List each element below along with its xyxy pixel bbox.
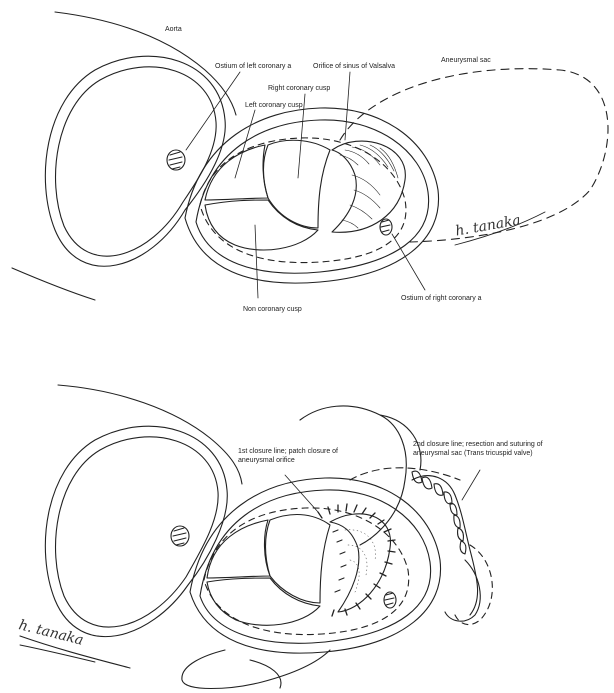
- right-coronary-cusp-b: [266, 515, 331, 603]
- sac-tail-dashed: [455, 545, 492, 625]
- label-closure2-line2: aneurysmal sac (Trans tricuspid valve): [413, 449, 533, 458]
- left-ostium-hatch: [169, 152, 182, 169]
- bottom-figure: [20, 385, 492, 689]
- label-ostium-right: Ostium of right coronary a: [401, 294, 482, 303]
- label-closure2-line1: 2nd closure line; resection and suturing…: [413, 440, 543, 449]
- label-aorta: Aorta: [165, 25, 182, 34]
- lower-loop: [182, 650, 330, 689]
- leader-closure2: [462, 470, 480, 500]
- suture-coils: [412, 471, 466, 554]
- non-coronary-cusp-b: [207, 578, 320, 625]
- left-chamber-outer-b: [45, 426, 227, 636]
- patch-sutures: [318, 504, 395, 616]
- leader-ostium-left: [186, 72, 240, 150]
- aorta-outer-wall: [55, 12, 236, 115]
- label-aneurysmal-sac: Aneurysmal sac: [441, 56, 491, 65]
- dashed-annulus: [200, 138, 406, 263]
- label-non-coronary-cusp: Non coronary cusp: [243, 305, 302, 314]
- patch-inner-sutures: [333, 530, 346, 592]
- left-chamber-inner-b: [56, 437, 219, 627]
- aortic-root-outer-b: [190, 478, 441, 653]
- leader-orifice-sinus: [345, 72, 350, 140]
- leader-left-cusp: [235, 110, 255, 178]
- label-closure1-line1: 1st closure line; patch closure of: [238, 447, 338, 456]
- dashed-annulus-b: [204, 508, 409, 635]
- left-chamber-inner: [56, 67, 217, 256]
- leader-non-cusp: [255, 225, 258, 298]
- label-orifice-sinus: Orifice of sinus of Valsalva: [313, 62, 395, 71]
- sinus-orifice: [332, 141, 405, 232]
- label-right-coronary-cusp: Right coronary cusp: [268, 84, 330, 93]
- left-ostium-hatch-b: [173, 528, 186, 545]
- patch-stipple: [345, 530, 375, 592]
- aorta-outer-wall-b: [58, 385, 242, 484]
- sinus-hatch: [340, 145, 398, 228]
- label-ostium-left: Ostium of left coronary a: [215, 62, 291, 71]
- right-ostium-hatch: [381, 220, 390, 232]
- top-figure: [12, 12, 608, 300]
- aneurysmal-sac: [340, 69, 608, 242]
- aorta-lower-wall: [12, 268, 95, 300]
- resected-sac-outline: [300, 406, 406, 545]
- label-closure1-line2: aneurysmal orifice: [238, 456, 295, 465]
- right-coronary-cusp-shape: [264, 140, 331, 228]
- right-ostium-hatch-b: [385, 593, 394, 605]
- aortic-root-inner-b: [200, 490, 431, 643]
- label-left-coronary-cusp: Left coronary cusp: [245, 101, 303, 110]
- left-chamber-outer: [45, 56, 225, 266]
